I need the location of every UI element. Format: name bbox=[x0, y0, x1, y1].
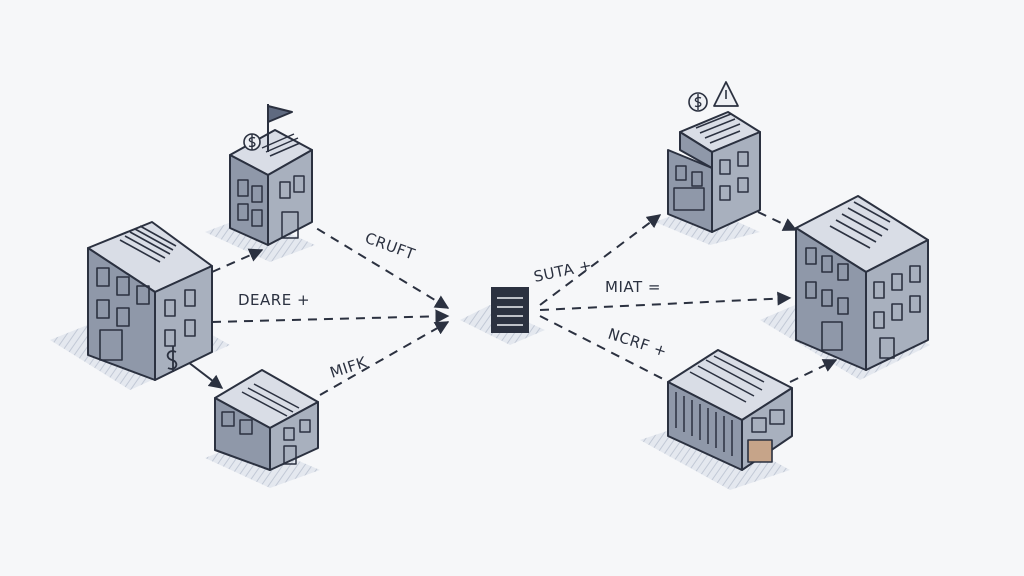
building-bottom-right bbox=[667, 349, 793, 471]
connections bbox=[211, 211, 838, 396]
building-top-right bbox=[667, 81, 761, 233]
connection-labels: DEARE + CRUFT MIFK SUTA + MIAT = NCRF + bbox=[238, 229, 669, 382]
connection-line-cruft bbox=[315, 227, 450, 309]
connection-label-cruft: CRUFT bbox=[363, 229, 418, 264]
connection-label-miat: MIAT = bbox=[605, 278, 661, 296]
connection-line-miat bbox=[539, 291, 792, 311]
building-left-large bbox=[87, 221, 213, 381]
dollar-icon bbox=[688, 92, 708, 112]
connection-line-store-to-right bbox=[789, 359, 838, 383]
connection-label-suta: SUTA + bbox=[532, 256, 594, 286]
connection-line-mifk bbox=[319, 321, 450, 396]
warning-icon bbox=[713, 81, 739, 107]
dollar-icon bbox=[243, 133, 261, 151]
building-top-left bbox=[229, 104, 313, 246]
connection-line-left-to-bottom bbox=[187, 361, 224, 389]
dollar-icon bbox=[166, 346, 178, 372]
connection-line-topright-to-right bbox=[757, 211, 798, 231]
flag-icon bbox=[267, 104, 293, 152]
storefront-door bbox=[747, 439, 773, 463]
connection-line-ncrf bbox=[539, 315, 666, 381]
connection-line-suta bbox=[539, 214, 662, 306]
building-bottom-left bbox=[214, 369, 319, 471]
connection-line-deare bbox=[211, 309, 450, 324]
building-right-large bbox=[795, 195, 929, 371]
connection-label-deare: DEARE + bbox=[238, 291, 310, 309]
document-stack-icon bbox=[491, 287, 529, 333]
